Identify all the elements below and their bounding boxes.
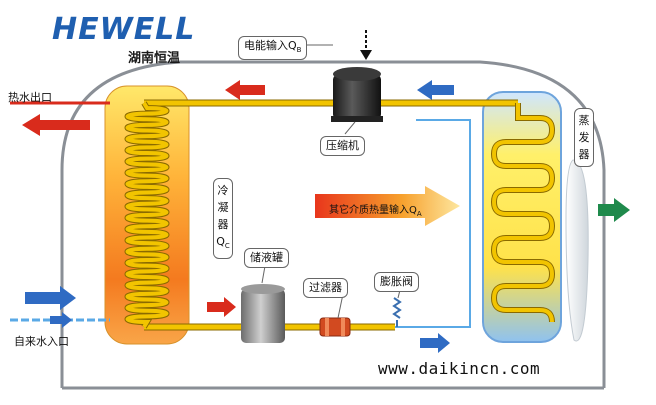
cold-water-in-arrow-2	[50, 312, 72, 328]
expansion-valve-label: 膨胀阀	[374, 272, 419, 292]
bottom-pipe-arrow-blue	[420, 333, 450, 353]
cold-water-in-label: 自来水入口	[14, 335, 69, 348]
compressor-label: 压缩机	[320, 136, 365, 156]
expansion-valve	[392, 297, 402, 327]
hot-water-out-label: 热水出口	[8, 91, 52, 104]
receiver-label: 储液罐	[244, 248, 289, 268]
condenser-label: 冷凝器QC	[213, 178, 233, 260]
compressor	[331, 67, 383, 122]
top-pipe-arrow-right	[417, 80, 454, 100]
filter-label: 过滤器	[303, 278, 348, 298]
condenser-coil-pipe	[125, 101, 169, 329]
evaporator-label: 蒸发器	[574, 108, 594, 167]
fan-blade	[565, 159, 589, 342]
heat-input-label: 其它介质热量输入QA	[329, 205, 422, 218]
bottom-pipe-arrow-red	[207, 297, 236, 317]
evaporator-out-arrow	[598, 198, 630, 222]
cold-water-in-arrow	[25, 286, 76, 310]
brand-logo: HEWELL	[52, 12, 196, 47]
capillary-line	[395, 119, 471, 328]
receiver-tank	[241, 284, 285, 343]
website-url: www.daikincn.com	[378, 359, 541, 378]
top-pipe-arrow-left	[225, 80, 265, 100]
company-name: 湖南恒温	[128, 51, 181, 66]
heat-input-arrow	[315, 186, 460, 226]
condenser-coil	[124, 101, 170, 329]
hot-water-out-arrow	[22, 114, 90, 136]
filter-device	[319, 317, 351, 337]
electric-input-label: 电能输入QB	[238, 36, 308, 61]
